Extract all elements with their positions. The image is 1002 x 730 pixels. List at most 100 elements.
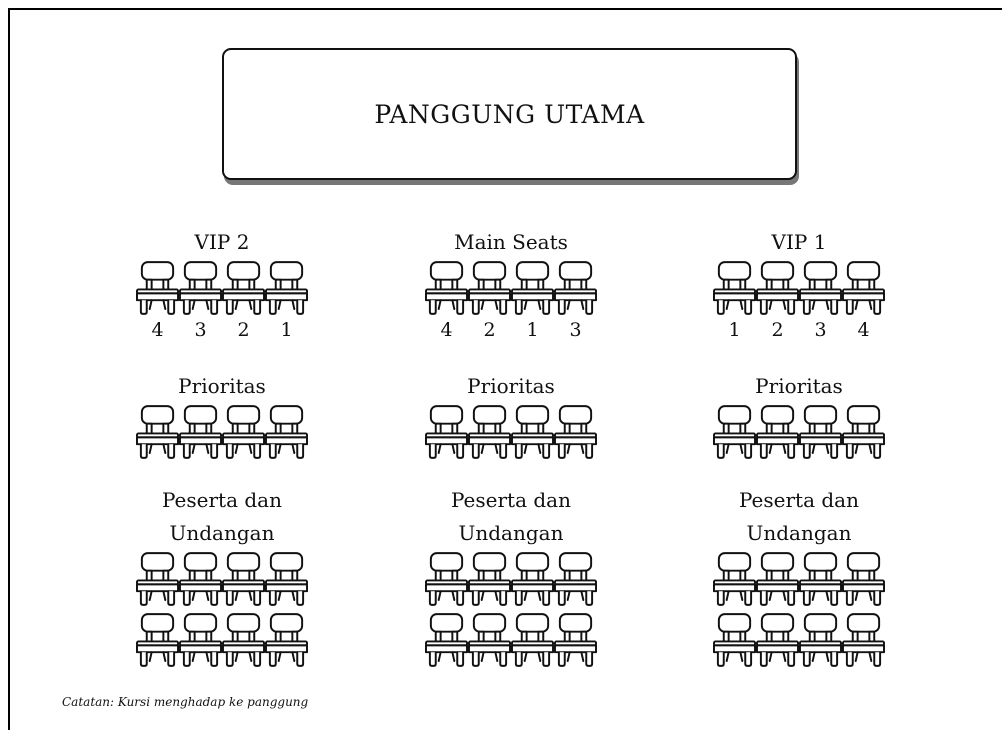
chair-icon: [179, 405, 222, 459]
section-peserta-left: Peserta dan Undangan: [122, 484, 322, 668]
section-title: Prioritas: [467, 374, 555, 398]
chair-icon: [265, 261, 308, 315]
section-title-line-1: Peserta dan: [451, 488, 571, 512]
chair-icon: [468, 552, 511, 606]
section-title-line-2: Undangan: [746, 521, 852, 545]
chair-icon: [554, 261, 597, 315]
chair-icon: [511, 552, 554, 606]
chair-icon: [511, 613, 554, 667]
seat-numbers: 4 3 2 1: [122, 319, 322, 341]
chair-icon: [425, 405, 468, 459]
chair-row: [699, 259, 899, 316]
chair-icon: [713, 405, 756, 459]
chair-icon: [136, 613, 179, 667]
section-title: Prioritas: [755, 374, 843, 398]
chair-icon: [179, 613, 222, 667]
chair-icon: [799, 552, 842, 606]
chair-icon: [468, 261, 511, 315]
section-title: VIP 1: [771, 230, 827, 254]
seat-number: 4: [440, 319, 453, 341]
chair-icon: [222, 613, 265, 667]
chair-icon: [425, 613, 468, 667]
chair-row: [122, 403, 322, 460]
chair-icon: [511, 261, 554, 315]
chair-icon: [756, 552, 799, 606]
chair-icon: [554, 613, 597, 667]
chair-row: [122, 611, 322, 668]
chair-icon: [842, 261, 885, 315]
chair-icon: [179, 552, 222, 606]
chair-icon: [425, 552, 468, 606]
page-frame: [8, 8, 1002, 730]
section-vip-2: VIP 2 4 3 2 1: [122, 226, 322, 341]
chair-icon: [842, 552, 885, 606]
seat-number: 3: [814, 319, 827, 341]
chair-row: [411, 403, 611, 460]
seat-number: 3: [194, 319, 207, 341]
seat-numbers: 1 2 3 4: [699, 319, 899, 341]
chair-icon: [842, 405, 885, 459]
seat-number: 2: [237, 319, 250, 341]
chair-row: [411, 259, 611, 316]
chair-icon: [713, 261, 756, 315]
section-title-line-1: Peserta dan: [162, 488, 282, 512]
chair-icon: [265, 405, 308, 459]
chair-row: [411, 611, 611, 668]
seat-number: 1: [280, 319, 293, 341]
chair-icon: [756, 613, 799, 667]
seat-number: 1: [526, 319, 539, 341]
chair-icon: [136, 552, 179, 606]
section-title: Main Seats: [454, 230, 568, 254]
section-title-line-2: Undangan: [169, 521, 275, 545]
chair-row: [699, 550, 899, 607]
chair-icon: [799, 261, 842, 315]
chair-icon: [136, 405, 179, 459]
stage-label: PANGGUNG UTAMA: [374, 99, 645, 129]
chair-icon: [425, 261, 468, 315]
chair-icon: [222, 552, 265, 606]
seat-numbers: 4 2 1 3: [411, 319, 611, 341]
chair-row: [699, 403, 899, 460]
chair-icon: [756, 261, 799, 315]
section-prioritas-center: Prioritas: [411, 370, 611, 460]
chair-icon: [179, 261, 222, 315]
chair-icon: [265, 552, 308, 606]
chair-icon: [554, 552, 597, 606]
chair-icon: [222, 405, 265, 459]
seating-note: Catatan: Kursi menghadap ke panggung: [62, 695, 309, 709]
seat-number: 3: [569, 319, 582, 341]
chair-row: [122, 550, 322, 607]
chair-row: [411, 550, 611, 607]
chair-icon: [554, 405, 597, 459]
chair-icon: [799, 613, 842, 667]
seat-number: 2: [483, 319, 496, 341]
section-main-seats: Main Seats 4 2 1 3: [411, 226, 611, 341]
chair-icon: [468, 405, 511, 459]
seat-number: 4: [151, 319, 164, 341]
main-stage: PANGGUNG UTAMA: [222, 48, 797, 180]
chair-icon: [136, 261, 179, 315]
section-title-line-2: Undangan: [458, 521, 564, 545]
chair-icon: [713, 552, 756, 606]
chair-icon: [511, 405, 554, 459]
section-peserta-center: Peserta dan Undangan: [411, 484, 611, 668]
chair-row: [699, 611, 899, 668]
section-vip-1: VIP 1 1 2 3 4: [699, 226, 899, 341]
seat-number: 1: [728, 319, 741, 341]
chair-icon: [222, 261, 265, 315]
section-title: VIP 2: [194, 230, 250, 254]
chair-icon: [799, 405, 842, 459]
section-prioritas-right: Prioritas: [699, 370, 899, 460]
chair-icon: [468, 613, 511, 667]
section-prioritas-left: Prioritas: [122, 370, 322, 460]
seat-number: 4: [857, 319, 870, 341]
section-title-line-1: Peserta dan: [739, 488, 859, 512]
chair-icon: [842, 613, 885, 667]
chair-row: [122, 259, 322, 316]
section-title: Prioritas: [178, 374, 266, 398]
seat-number: 2: [771, 319, 784, 341]
chair-icon: [756, 405, 799, 459]
chair-icon: [265, 613, 308, 667]
section-peserta-right: Peserta dan Undangan: [699, 484, 899, 668]
chair-icon: [713, 613, 756, 667]
